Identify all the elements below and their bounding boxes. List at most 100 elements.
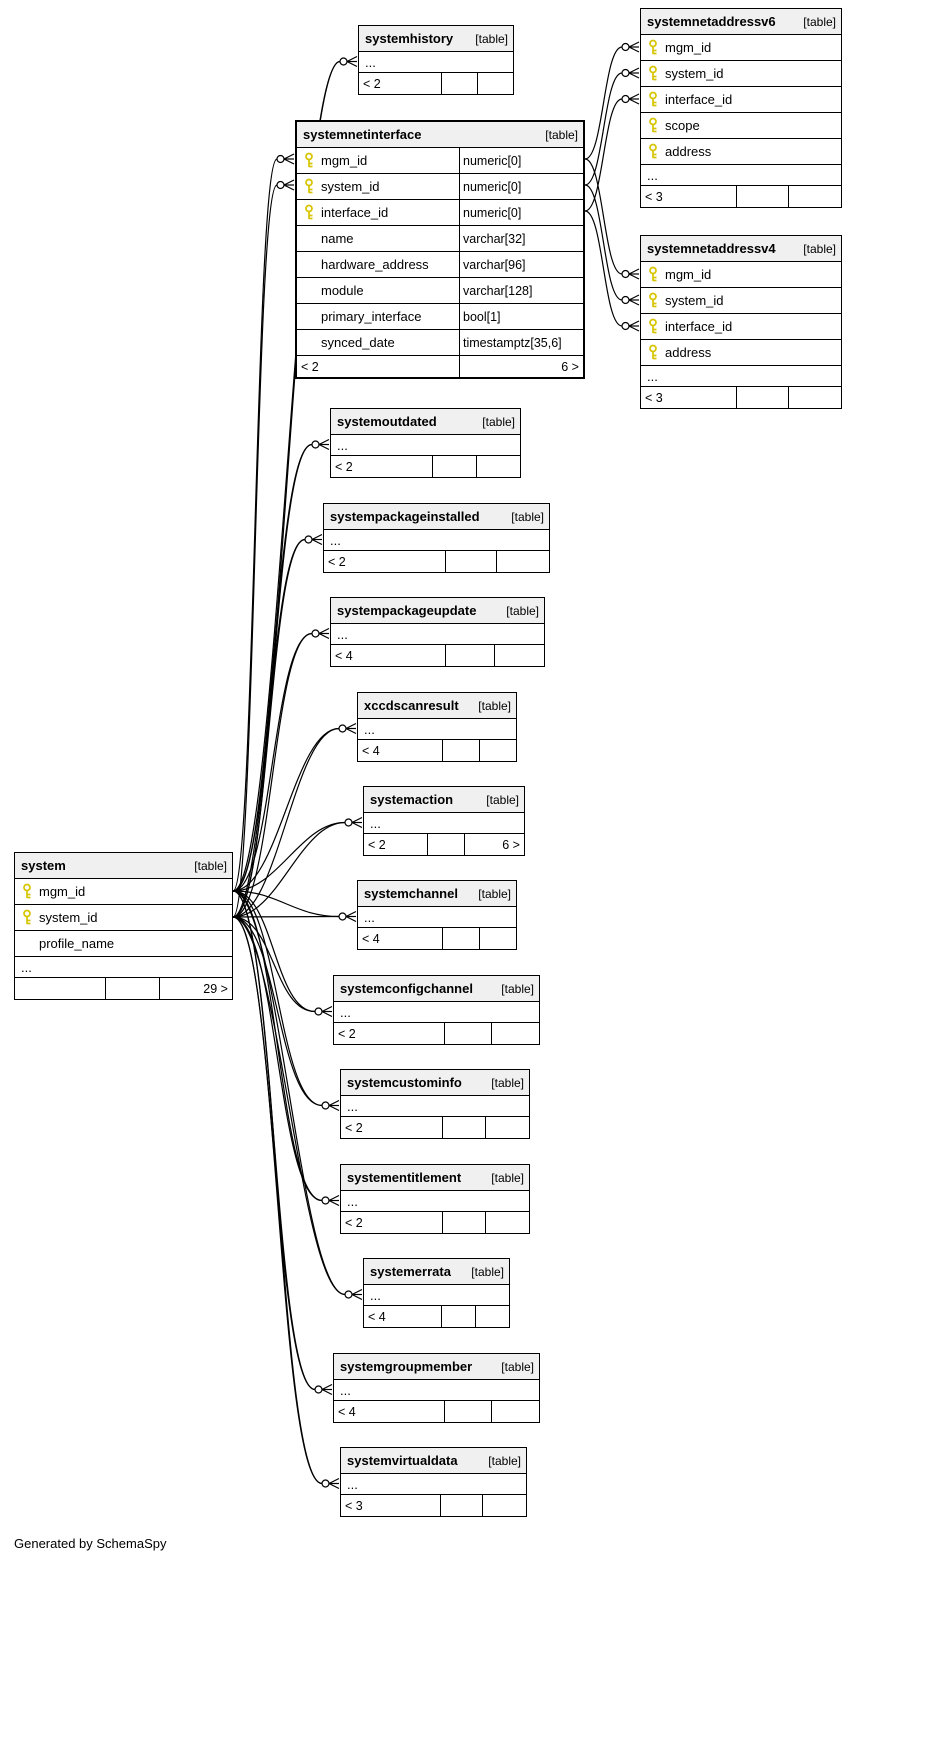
table-header[interactable]: systemnetaddressv4[table] xyxy=(641,236,841,262)
footer-cell: 6 > xyxy=(561,359,579,374)
table-systemerrata[interactable]: systemerrata[table]...< 4 xyxy=(363,1258,510,1328)
footer-cell: < 4 xyxy=(358,740,444,761)
column-name: ... xyxy=(21,959,32,975)
table-systempackageupdate[interactable]: systempackageupdate[table]...< 4 xyxy=(330,597,545,667)
table-systempackageinstalled[interactable]: systempackageinstalled[table]...< 2 xyxy=(323,503,550,573)
column-name: ... xyxy=(347,1098,358,1114)
table-systemgroupmember[interactable]: systemgroupmember[table]... < 4 xyxy=(333,1353,540,1423)
column-name: ... xyxy=(340,1382,351,1398)
column-row-mgm_id[interactable]: mgm_id xyxy=(15,879,232,905)
table-badge: [table] xyxy=(506,603,539,618)
table-header[interactable]: systemoutdated[table] xyxy=(331,409,520,435)
table-header[interactable]: xccdscanresult[table] xyxy=(358,693,516,719)
table-badge: [table] xyxy=(803,14,836,29)
column-name: interface_id xyxy=(321,205,389,220)
column-row-interface_id[interactable]: interface_id numeric[0] xyxy=(297,200,583,226)
column-type: numeric[0] xyxy=(459,200,583,225)
table-header[interactable]: systemnetinterface[table] xyxy=(297,122,583,148)
ellipsis-row: ... xyxy=(334,1380,539,1401)
footer-cell: < 4 xyxy=(364,1306,443,1327)
table-header[interactable]: systementitlement[table] xyxy=(341,1165,529,1191)
column-row-mgm_id[interactable]: mgm_id xyxy=(641,35,841,61)
column-row-mgm_id[interactable]: mgm_id xyxy=(641,262,841,288)
crowfoot-connector-icon xyxy=(621,320,640,332)
column-row-system_id[interactable]: system_id xyxy=(15,905,232,931)
table-systemcustominfo[interactable]: systemcustominfo[table]...< 2 xyxy=(340,1069,530,1139)
table-header[interactable]: systemnetaddressv6[table] xyxy=(641,9,841,35)
table-header[interactable]: systempackageupdate [table] xyxy=(331,598,544,624)
column-name: ... xyxy=(647,368,658,384)
table-header[interactable]: systemchannel[table] xyxy=(358,881,516,907)
table-systemoutdated[interactable]: systemoutdated[table]...< 2 xyxy=(330,408,521,478)
footer-cell: < 3 xyxy=(641,387,737,408)
relationship-line xyxy=(584,184,623,301)
table-footer: < 4 xyxy=(358,928,516,949)
relationship-line xyxy=(232,184,278,918)
footer-cell xyxy=(492,1023,539,1044)
table-systemhistory[interactable]: systemhistory[table]...< 2 xyxy=(358,25,514,95)
column-row-system_id[interactable]: system_id xyxy=(641,288,841,314)
primary-key-icon xyxy=(649,91,657,107)
crowfoot-connector-icon xyxy=(621,67,640,79)
table-name: systemgroupmember xyxy=(340,1359,473,1374)
column-row-interface_id[interactable]: interface_id xyxy=(641,314,841,340)
column-row-profile_name[interactable]: profile_name xyxy=(15,931,232,957)
relationship-line xyxy=(232,916,346,1296)
table-xccdscanresult[interactable]: xccdscanresult[table]...< 4 xyxy=(357,692,517,762)
table-header[interactable]: system[table] xyxy=(15,853,232,879)
column-name: system_id xyxy=(665,66,724,81)
table-header[interactable]: systempackageinstalled[table] xyxy=(324,504,549,530)
table-systemchannel[interactable]: systemchannel[table]...< 4 xyxy=(357,880,517,950)
column-name: module xyxy=(321,283,364,298)
footer-cell xyxy=(445,1401,492,1422)
table-systementitlement[interactable]: systementitlement[table]...< 2 xyxy=(340,1164,530,1234)
footer-cell xyxy=(480,928,516,949)
table-header[interactable]: systemvirtualdata[table] xyxy=(341,1448,526,1474)
table-footer: < 3 xyxy=(641,387,841,408)
ellipsis-row: ... xyxy=(15,957,232,978)
primary-key-icon xyxy=(305,152,313,168)
table-header[interactable]: systemerrata[table] xyxy=(364,1259,509,1285)
column-row-address[interactable]: address xyxy=(641,139,841,165)
table-header[interactable]: systemhistory[table] xyxy=(359,26,513,52)
column-row-interface_id[interactable]: interface_id xyxy=(641,87,841,113)
table-header[interactable]: systemconfigchannel[table] xyxy=(334,976,539,1002)
table-name: systempackageupdate xyxy=(337,603,477,618)
footer-cell xyxy=(428,834,465,855)
column-row-scope[interactable]: scope xyxy=(641,113,841,139)
table-header[interactable]: systemaction[table] xyxy=(364,787,524,813)
table-header[interactable]: systemcustominfo[table] xyxy=(341,1070,529,1096)
table-badge: [table] xyxy=(545,127,578,142)
table-header[interactable]: systemgroupmember[table] xyxy=(334,1354,539,1380)
column-type: bool[1] xyxy=(459,304,583,329)
ellipsis-row: ... xyxy=(331,435,520,456)
table-systemvirtualdata[interactable]: systemvirtualdata[table]...< 3 xyxy=(340,1447,527,1517)
column-row-system_id[interactable]: system_id xyxy=(641,61,841,87)
column-type: timestamptz[35,6] xyxy=(459,330,583,355)
ellipsis-row: ... xyxy=(358,907,516,928)
column-name: system_id xyxy=(665,293,724,308)
column-name: mgm_id xyxy=(321,153,368,168)
footer-cell: < 4 xyxy=(358,928,444,949)
table-badge: [table] xyxy=(803,241,836,256)
table-systemnetaddressv4[interactable]: systemnetaddressv4[table]mgm_id system_id… xyxy=(640,235,842,409)
column-row-address[interactable]: address xyxy=(641,340,841,366)
table-systemnetaddressv6[interactable]: systemnetaddressv6[table]mgm_id system_id… xyxy=(640,8,842,208)
table-footer: < 4 xyxy=(334,1401,539,1422)
ellipsis-row: ... xyxy=(364,1285,509,1306)
key-icon-cell xyxy=(641,143,665,160)
table-systemconfigchannel[interactable]: systemconfigchannel[table]...< 2 xyxy=(333,975,540,1045)
key-icon-cell xyxy=(297,204,321,221)
footer-cell xyxy=(480,740,516,761)
